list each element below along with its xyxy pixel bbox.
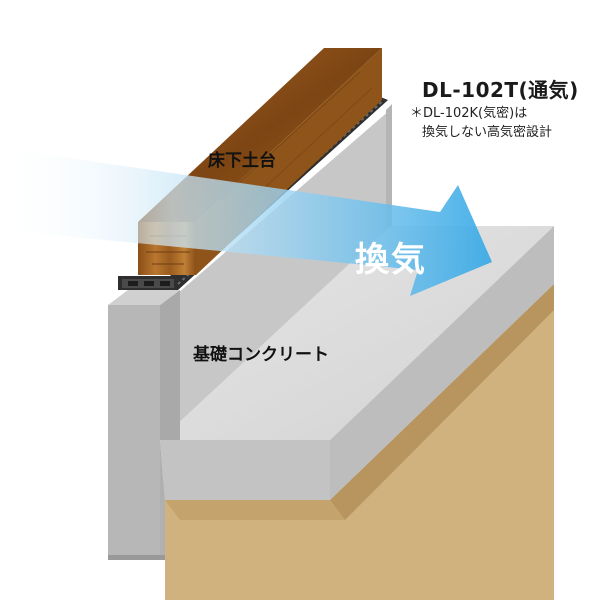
foundation-front-wall [108, 290, 180, 560]
product-title: DL-102T(通気) [422, 78, 579, 102]
soil-layer [165, 284, 554, 600]
sill-label: 床下土台 [208, 151, 276, 171]
foundation-slab [160, 226, 554, 500]
ventilation-arrow-icon [0, 148, 492, 296]
ventilation-label: 換気 [355, 240, 427, 280]
product-note-line1: ＊DL-102K(気密)は [410, 106, 528, 121]
product-note-line2: 換気しない高気密設計 [422, 125, 553, 140]
product-note: ＊DL-102K(気密)は 換気しない高気密設計 [410, 104, 552, 142]
foundation-label: 基礎コンクリート [193, 345, 329, 365]
